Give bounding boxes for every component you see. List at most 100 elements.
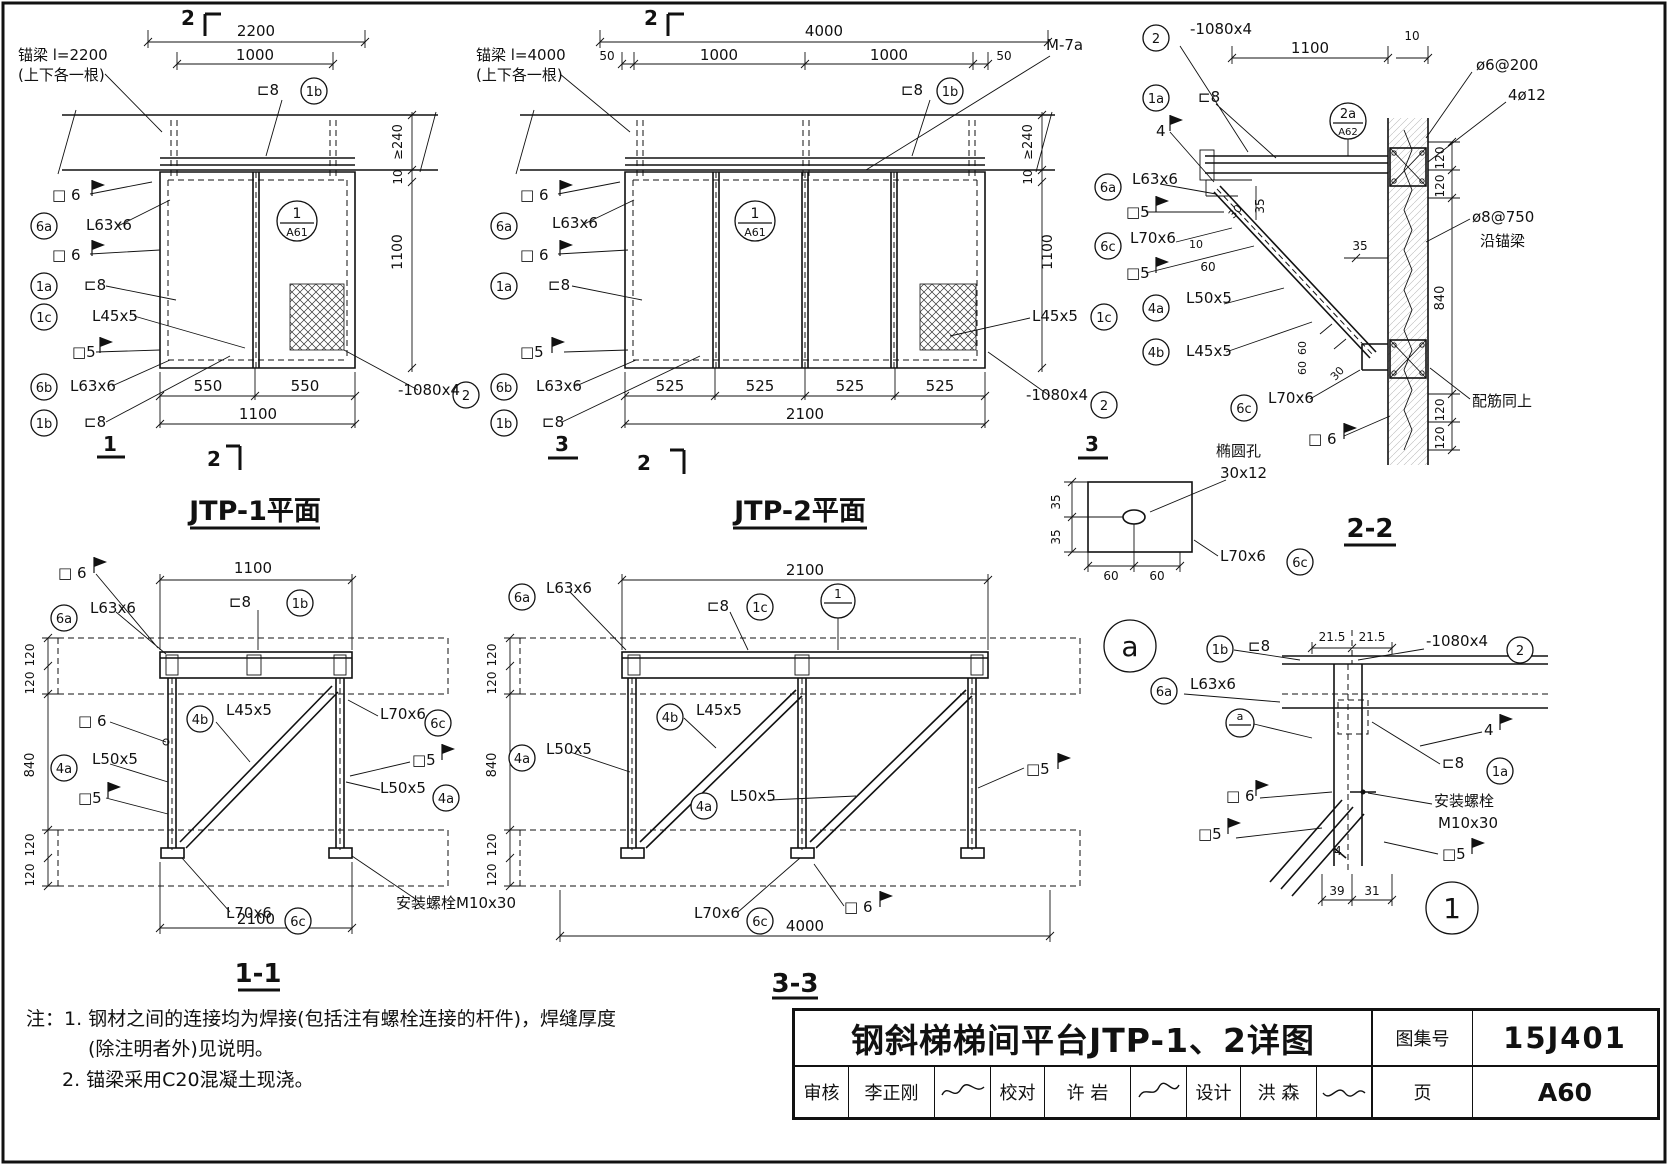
annotation-text: L63x6 [546,579,592,597]
annotation-text: 30x12 [1220,464,1267,482]
reference-bubble: a [1103,619,1157,673]
annotation-text: L63x6 [70,377,116,395]
signature-scribble [1137,1082,1180,1098]
bubble-text: 1a [1492,765,1508,780]
annotation-text: L45x5 [226,701,272,719]
annotation-text: 21.5 [1319,630,1346,644]
annotation-text: 31 [1364,884,1379,898]
reference-bubble: 4b [1142,338,1170,366]
annotation-text: □5 [1126,203,1150,221]
bubble-top-text: 1 [293,206,302,222]
reviewer-signature [935,1067,991,1117]
weld-flag-icon [1343,423,1357,439]
weld-flag-icon [1169,115,1183,131]
reference-bubble: 6c [1230,394,1258,422]
design-label: 设计 [1187,1067,1241,1117]
reference-bubble: 4a [690,792,718,820]
annotation-text: 4000 [805,22,843,40]
reference-bubble: 1 [820,583,856,619]
s33-slab-hidden [519,637,1081,887]
bubble-text: 4b [662,711,679,726]
annotation-text: -1080x4 [398,381,460,399]
bubble-text: 1b [496,417,513,432]
annotation-text: □5 [78,789,102,807]
annotation-text: 30 [1328,364,1347,383]
bubble-text: 6c [1236,402,1251,417]
jtp2-dims-leaders [515,30,1053,429]
weld-flag-icon [1057,753,1071,769]
annotation-text: 120 [485,834,499,857]
annotation-text: □5 [1026,760,1050,778]
designer-signature [1317,1067,1373,1117]
annotation-text: 4000 [786,917,824,935]
reference-bubble: 6c [1094,232,1122,260]
weld-flag-icon [91,240,105,256]
bubble-text: 6a [56,612,72,627]
reference-bubble: 4a [508,744,536,772]
reference-bubble: 4a [50,754,78,782]
annotation-text: 525 [746,377,775,395]
reference-bubble: 2 [1506,636,1534,664]
annotation-text: L45x5 [696,701,742,719]
annotation-text: 椭圆孔 [1216,442,1261,460]
annotation-text: L50x5 [92,750,138,768]
jtp2-outline [520,114,1055,369]
annotation-text: 1100 [1040,234,1056,270]
annotation-text: JTP-2平面 [732,496,866,527]
annotation-text: 120 [485,644,499,667]
weld-flag-icon [107,782,121,798]
base-plate [790,847,815,859]
jtp2-hidden-lines [632,120,978,368]
bubble-text: 2 [462,389,470,404]
elliptical-hole [1122,509,1146,525]
annotation-text: 120 [1433,147,1447,170]
weld-flag-icon [1155,257,1169,273]
weld-flag-icons [91,115,1513,907]
section-1-1-view [42,573,449,992]
signature-scribble [1322,1089,1366,1097]
atlas-number-value: 15J401 [1473,1011,1657,1067]
s33-top-beam [621,651,989,679]
annotation-text: ⊏8 [1248,637,1270,655]
reference-bubble: 4a [432,784,460,812]
bubble-top-text: 1 [834,587,842,601]
annotation-text: L63x6 [1132,170,1178,188]
annotation-text: 50 [599,49,614,63]
annotation-text: 1100 [239,405,277,423]
bubble-text: 4b [192,713,209,728]
annotation-text: 60 [1200,260,1215,274]
bubble-text: 1c [752,601,767,616]
note-line-3: 2. 锚梁采用C20混凝土现浇。 [62,1068,314,1091]
annotation-text: □5 [520,343,544,361]
reference-bubble: 1b [30,409,58,437]
annotation-text: 1 [103,432,117,456]
annotation-text: 840 [1433,286,1448,311]
weld-flag-icon [91,180,105,196]
reference-bubble: 6c [284,907,312,935]
annotation-text: 10 [1021,169,1035,184]
reference-bubble: 6a [50,604,78,632]
checker-signature [1131,1067,1187,1117]
bubble-text: 6c [430,717,445,732]
annotation-text: 1100 [234,559,272,577]
bubble-text: 4a [438,792,454,807]
reference-bubble: 1b [490,409,518,437]
reference-bubble: 1b [300,77,328,105]
bubble-text: 4a [514,752,530,767]
annotation-text: L63x6 [90,599,136,617]
bubble-top-text: 1 [751,206,760,222]
annotation-text: 120 [23,644,37,667]
s11-slab-hidden [57,637,449,887]
weld-flag-icon [1255,780,1269,796]
annotation-text: 2 [644,6,658,30]
bubble-bottom-text: A62 [1338,127,1358,138]
note-line-1: 注：1. 钢材之间的连接均为焊接(包括注有螺栓连接的杆件)，焊缝厚度 [26,1008,616,1030]
reference-bubble: 1b [1206,635,1234,663]
annotation-text: 10 [1404,29,1419,43]
reference-bubble: 6b [30,373,58,401]
annotation-text: L63x6 [86,216,132,234]
reference-bubble: 6a [1094,173,1122,201]
weld-flag-icon [1499,714,1513,730]
annotation-text: □5 [72,343,96,361]
